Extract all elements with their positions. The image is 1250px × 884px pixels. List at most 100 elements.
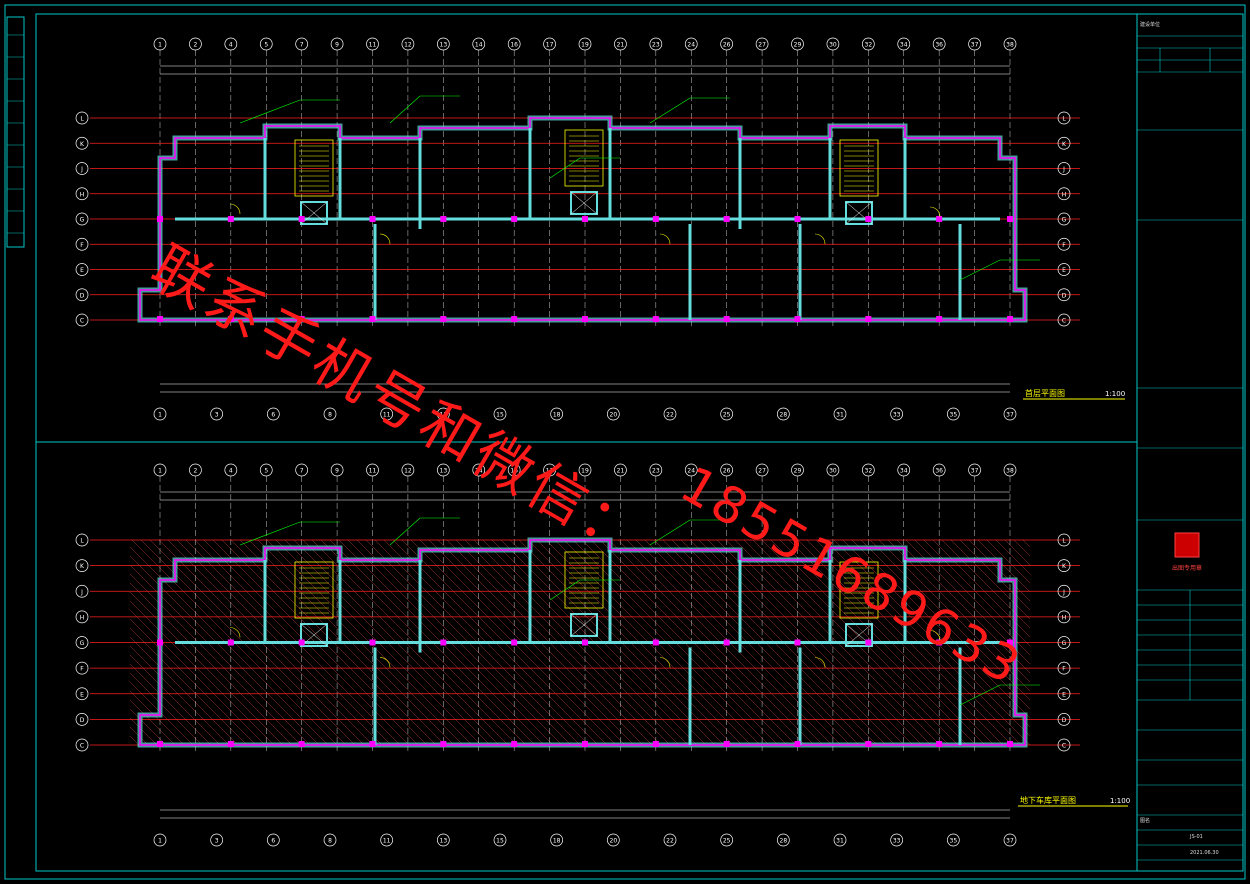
- structural-column: [227, 316, 234, 322]
- axis-bubble: [401, 37, 415, 51]
- axis-label: L: [80, 538, 84, 545]
- elevator-shaft: [570, 613, 598, 637]
- structural-column: [227, 741, 234, 747]
- axis-bubble: [75, 162, 89, 175]
- axis-label: G: [1062, 640, 1067, 647]
- structural-column: [227, 639, 234, 646]
- elevator-cross: [300, 623, 328, 647]
- axis-bubble: [543, 37, 556, 51]
- stair-core: [839, 139, 879, 197]
- hatch-line: [887, 539, 1031, 683]
- axis-label: K: [80, 141, 85, 148]
- axis-bubble: [323, 833, 337, 847]
- axis-label: J: [1062, 166, 1065, 173]
- axis-label: E: [1062, 691, 1066, 698]
- axis-label: 3: [215, 412, 219, 419]
- axis-label: 18: [553, 838, 561, 845]
- title-block-lines: [1137, 35, 1243, 861]
- stair-core: [839, 561, 879, 619]
- axis-bubble: [1057, 313, 1071, 327]
- structural-column: [652, 741, 659, 747]
- axis-label: H: [1062, 614, 1067, 621]
- structural-column: [936, 216, 943, 222]
- axis-bubble: [861, 463, 875, 477]
- axis-bubble: [649, 37, 663, 51]
- hatch-line: [851, 539, 1031, 719]
- annotation-leader: [239, 99, 301, 124]
- hatch-line: [1013, 539, 1031, 557]
- door-swing: [229, 203, 241, 215]
- axis-bubble: [75, 584, 89, 598]
- axis-label: 16: [510, 468, 518, 475]
- axis-bubble: [649, 463, 663, 477]
- annotation-leader: [959, 259, 1001, 281]
- structural-column: [511, 216, 518, 222]
- axis-label: 16: [510, 42, 518, 49]
- axis-label: 7: [300, 468, 304, 475]
- axis-label: 30: [829, 468, 837, 475]
- axis-bubble: [153, 463, 167, 477]
- hatch-line: [129, 627, 248, 746]
- axis-label: 6: [271, 838, 275, 845]
- axis-label: 26: [723, 42, 731, 49]
- axis-bubble: [968, 37, 981, 51]
- structural-column: [723, 741, 730, 747]
- axis-label: 8: [328, 412, 332, 419]
- hatch-line: [1004, 539, 1031, 566]
- axis-bubble: [791, 37, 804, 51]
- structural-column: [511, 639, 518, 646]
- elevator-shaft: [300, 623, 328, 647]
- structural-column: [298, 639, 305, 646]
- axis-bubble: [259, 463, 273, 477]
- elevator-shaft: [300, 201, 328, 225]
- structural-column: [723, 216, 730, 222]
- hatch-line: [129, 609, 266, 746]
- structural-column: [652, 316, 659, 322]
- axis-label: 4: [229, 42, 233, 49]
- axis-bubble: [153, 37, 167, 51]
- hatch-line: [129, 672, 203, 746]
- axis-bubble: [472, 37, 486, 51]
- axis-bubble: [932, 37, 946, 51]
- axis-label: F: [1062, 242, 1066, 249]
- axis-bubble: [663, 833, 677, 847]
- axis-label: 8: [328, 838, 332, 845]
- structural-column: [936, 639, 943, 646]
- axis-label: 36: [935, 468, 943, 475]
- axis-bubble: [578, 463, 592, 477]
- axis-bubble: [75, 636, 89, 649]
- axis-bubble: [75, 187, 89, 201]
- hatch-line: [869, 539, 1031, 701]
- axis-bubble: [720, 407, 734, 421]
- axis-label: 13: [440, 42, 448, 49]
- top-plan-title: 首层平面图: [1025, 388, 1065, 398]
- axis-label: 37: [971, 468, 979, 475]
- axis-label: 27: [758, 468, 766, 475]
- elevator-cross: [570, 191, 598, 215]
- axis-label: 36: [935, 42, 943, 49]
- axis-bubble: [1057, 636, 1071, 649]
- axis-bubble: [1057, 661, 1071, 675]
- axis-bubble: [189, 37, 202, 51]
- axis-label: H: [80, 191, 85, 198]
- axis-bubble: [1057, 288, 1071, 302]
- structural-column: [440, 216, 447, 222]
- axis-bubble: [401, 463, 415, 477]
- axis-label: 1: [158, 42, 162, 49]
- axis-bubble: [1003, 463, 1017, 477]
- hatch-line: [129, 654, 221, 746]
- title-block[interactable]: [1136, 13, 1244, 872]
- structural-column: [227, 216, 234, 222]
- axis-bubble: [1057, 533, 1071, 547]
- door-swing: [659, 657, 671, 668]
- axis-label: 29: [794, 42, 802, 49]
- axis-bubble: [1003, 37, 1017, 51]
- axis-label: C: [1062, 318, 1066, 325]
- door-swing: [814, 233, 826, 245]
- structural-column: [794, 741, 801, 747]
- axis-bubble: [75, 533, 89, 547]
- axis-bubble: [75, 313, 89, 327]
